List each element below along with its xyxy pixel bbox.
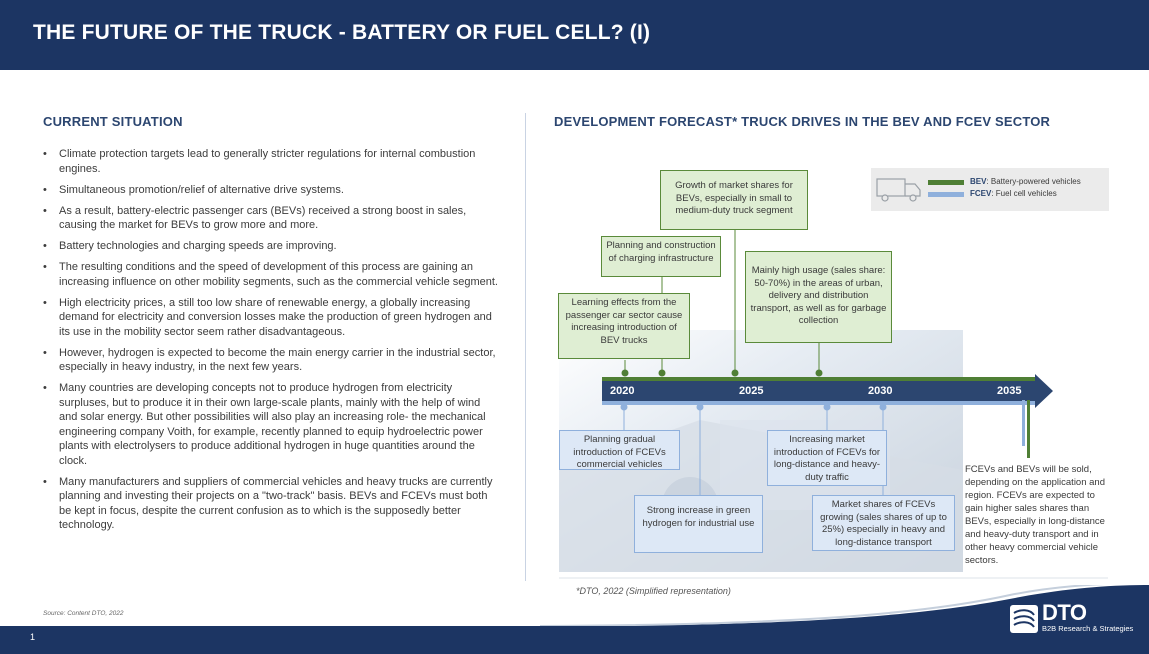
bullet-dot: •: [43, 475, 47, 488]
footnote: *DTO, 2022 (Simplified representation): [576, 586, 731, 596]
list-item: •Many countries are developing concepts …: [43, 382, 486, 467]
bev-box-high-usage: Mainly high usage (sales share: 50-70%) …: [745, 251, 892, 343]
fcev-box-market-shares: Market shares of FCEVs growing (sales sh…: [812, 495, 955, 551]
bullet-dot: •: [43, 148, 47, 160]
footer-bar: [0, 626, 1149, 654]
fcev-end-marker: [1022, 400, 1025, 446]
fcev-box-green-hydrogen: Strong increase in green hydrogen for in…: [634, 495, 763, 553]
truck-icon: [876, 178, 921, 202]
bev-dots: [621, 369, 823, 377]
fcev-legend-label: FCEV: Fuel cell vehicles: [970, 189, 1057, 198]
bullet-dot: •: [43, 261, 47, 273]
year-label: 2030: [868, 385, 893, 397]
left-section-title: CURRENT SITUATION: [43, 114, 183, 129]
bullet-dot: •: [43, 346, 47, 359]
bev-legend-label: BEV: Battery-powered vehicles: [970, 177, 1081, 186]
footer-wave: [0, 585, 1149, 630]
source-note: Source: Content DTO, 2022: [43, 610, 124, 617]
list-item: •Many manufacturers and suppliers of com…: [43, 475, 493, 532]
list-item: •The resulting conditions and the speed …: [43, 261, 498, 288]
dto-logo-icon: [1010, 605, 1038, 633]
dto-logo-subtitle: B2B Research & Strategies: [1042, 624, 1134, 633]
list-item: •Simultaneous promotion/relief of altern…: [43, 183, 344, 196]
list-item: •As a result, battery-electric passenger…: [43, 204, 467, 232]
fcev-dots: [620, 403, 887, 411]
bullet-list: •Climate protection targets lead to gene…: [43, 147, 501, 539]
bullet-dot: •: [43, 204, 47, 217]
page-title: THE FUTURE OF THE TRUCK - BATTERY OR FUE…: [33, 21, 651, 44]
header-bar: THE FUTURE OF THE TRUCK - BATTERY OR FUE…: [0, 0, 1149, 70]
bullet-dot: •: [43, 296, 47, 309]
page-number: 1: [30, 632, 36, 642]
bev-box-learning-effects: Learning effects from the passenger car …: [558, 293, 690, 359]
bev-box-market-growth: Growth of market shares for BEVs, especi…: [660, 170, 808, 230]
timeline-arrow: [602, 374, 1053, 408]
forecast-note: FCEVs and BEVs will be sold, depending o…: [965, 464, 1105, 566]
year-label: 2025: [739, 385, 764, 397]
bev-end-marker: [1027, 400, 1030, 458]
dto-logo-text: DTO: [1042, 600, 1087, 625]
bullet-dot: •: [43, 183, 47, 196]
bullet-dot: •: [43, 240, 47, 252]
bullet-dot: •: [43, 382, 47, 394]
year-label: 2020: [610, 385, 635, 397]
list-item: •Battery technologies and charging speed…: [43, 240, 337, 252]
fcev-box-gradual-introduction: Planning gradual introduction of FCEVs c…: [559, 430, 680, 470]
bev-box-charging-infrastructure: Planning and construction of charging in…: [601, 236, 721, 277]
list-item: •However, hydrogen is expected to become…: [43, 346, 496, 374]
fcev-box-market-introduction: Increasing market introduction of FCEVs …: [767, 430, 887, 486]
list-item: •Climate protection targets lead to gene…: [43, 148, 476, 175]
bev-legend-swatch: [928, 180, 964, 185]
fcev-legend-swatch: [928, 192, 964, 197]
list-item: •High electricity prices, a still too lo…: [43, 296, 492, 338]
column-divider: [525, 113, 526, 581]
right-section-title: DEVELOPMENT FORECAST* TRUCK DRIVES IN TH…: [554, 114, 1051, 129]
year-label: 2035: [997, 385, 1022, 397]
legend: BEV: Battery-powered vehicles FCEV: Fuel…: [871, 168, 1109, 211]
